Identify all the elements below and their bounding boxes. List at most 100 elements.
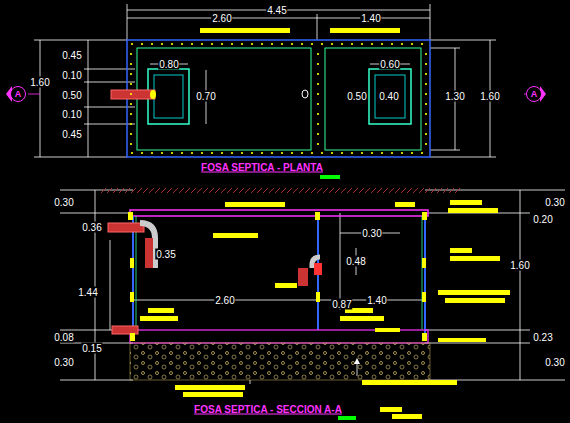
rebar-dot — [341, 43, 343, 45]
rebar-dot — [201, 43, 203, 45]
rebar-dot — [281, 152, 283, 154]
view-title: FOSA SEPTICA - SECCION A-A — [193, 404, 343, 415]
rebar-dot — [201, 152, 203, 154]
dimension-text: 1.44 — [77, 287, 98, 298]
rebar-dot — [241, 43, 243, 45]
rebar-dot — [425, 73, 427, 75]
rebar-dot — [411, 152, 413, 154]
dimension-text: 2.60 — [211, 13, 232, 24]
rebar-dot — [161, 43, 163, 45]
rebar-dot — [317, 133, 319, 135]
rebar-dot — [341, 152, 343, 154]
dimension-text: 1.40 — [360, 13, 381, 24]
rebar-dot — [231, 43, 233, 45]
rebar-dot — [161, 152, 163, 154]
rebar-dot — [130, 143, 132, 145]
rebar-dot — [401, 43, 403, 45]
rebar-dot — [317, 83, 319, 85]
rebar-dot — [130, 53, 132, 55]
section-letter: A — [15, 90, 22, 99]
rebar-dot — [191, 43, 193, 45]
section-marker: A — [10, 86, 26, 102]
rebar-dot — [425, 113, 427, 115]
rebar-dot — [131, 152, 133, 154]
rebar-dot — [421, 43, 423, 45]
rebar-dot — [425, 53, 427, 55]
rebar-dot — [251, 152, 253, 154]
rebar-dot — [391, 43, 393, 45]
dimension-text: 0.70 — [195, 91, 216, 102]
dimension-text: 0.30 — [53, 197, 74, 208]
dimension-text: 0.10 — [61, 70, 82, 81]
rebar-dot — [401, 152, 403, 154]
rebar-dot — [221, 43, 223, 45]
rebar-dot — [425, 123, 427, 125]
dimension-text: 4.45 — [266, 5, 287, 16]
dimension-text: 1.60 — [29, 77, 50, 88]
view-title: FOSA SEPTICA - PLANTA — [200, 162, 324, 173]
rebar-dot — [317, 93, 319, 95]
rebar-dot — [301, 152, 303, 154]
dimension-text: 0.08 — [53, 332, 74, 343]
rebar-dot — [311, 43, 313, 45]
rebar-dot — [361, 43, 363, 45]
dimension-text: 0.45 — [61, 50, 82, 61]
rebar-dot — [130, 133, 132, 135]
rebar-dot — [141, 152, 143, 154]
rebar-dot — [231, 152, 233, 154]
rebar-dot — [261, 43, 263, 45]
rebar-dot — [425, 83, 427, 85]
rebar-dot — [425, 103, 427, 105]
rebar-dot — [211, 152, 213, 154]
rebar-dot — [381, 43, 383, 45]
rebar-dot — [241, 152, 243, 154]
dimension-text: 0.15 — [81, 343, 102, 354]
dimension-text: 0.60 — [379, 59, 400, 70]
rebar-dot — [317, 143, 319, 145]
dimension-text: 1.30 — [444, 91, 465, 102]
rebar-dot — [181, 43, 183, 45]
rebar-dot — [351, 152, 353, 154]
dimension-text: 0.36 — [81, 222, 102, 233]
rebar-dot — [311, 152, 313, 154]
dimension-text: 1.60 — [479, 91, 500, 102]
rebar-dot — [317, 53, 319, 55]
rebar-dot — [130, 103, 132, 105]
dimension-text: 0.30 — [361, 228, 382, 239]
dimension-text: 0.45 — [61, 129, 82, 140]
rebar-dot — [371, 43, 373, 45]
dimension-text: 1.40 — [366, 295, 387, 306]
rebar-dot — [421, 152, 423, 154]
rebar-dot — [151, 43, 153, 45]
rebar-dot — [181, 152, 183, 154]
rebar-dot — [317, 103, 319, 105]
rebar-dot — [261, 152, 263, 154]
rebar-dot — [371, 152, 373, 154]
dimension-text: 0.23 — [532, 332, 553, 343]
rebar-dot — [317, 123, 319, 125]
rebar-dot — [130, 73, 132, 75]
rebar-dot — [271, 43, 273, 45]
dimension-text: 0.35 — [155, 249, 176, 260]
rebar-dot — [131, 43, 133, 45]
rebar-dot — [130, 123, 132, 125]
rebar-dot — [351, 43, 353, 45]
rebar-dot — [411, 43, 413, 45]
dimension-text: 0.50 — [61, 90, 82, 101]
dimension-text: 0.50 — [346, 91, 367, 102]
rebar-dot — [391, 152, 393, 154]
rebar-dot — [171, 43, 173, 45]
rebar-dot — [317, 63, 319, 65]
dimension-text: 2.60 — [214, 295, 235, 306]
rebar-dot — [331, 152, 333, 154]
dimension-text: 1.60 — [509, 260, 530, 271]
rebar-dot — [211, 43, 213, 45]
rebar-dot — [317, 113, 319, 115]
dimension-text: 0.30 — [544, 357, 565, 368]
section-marker: A — [526, 86, 542, 102]
dimension-text: 0.80 — [158, 59, 179, 70]
dimension-text: 0.30 — [544, 197, 565, 208]
dimension-text: 0.40 — [378, 91, 399, 102]
rebar-dot — [425, 93, 427, 95]
